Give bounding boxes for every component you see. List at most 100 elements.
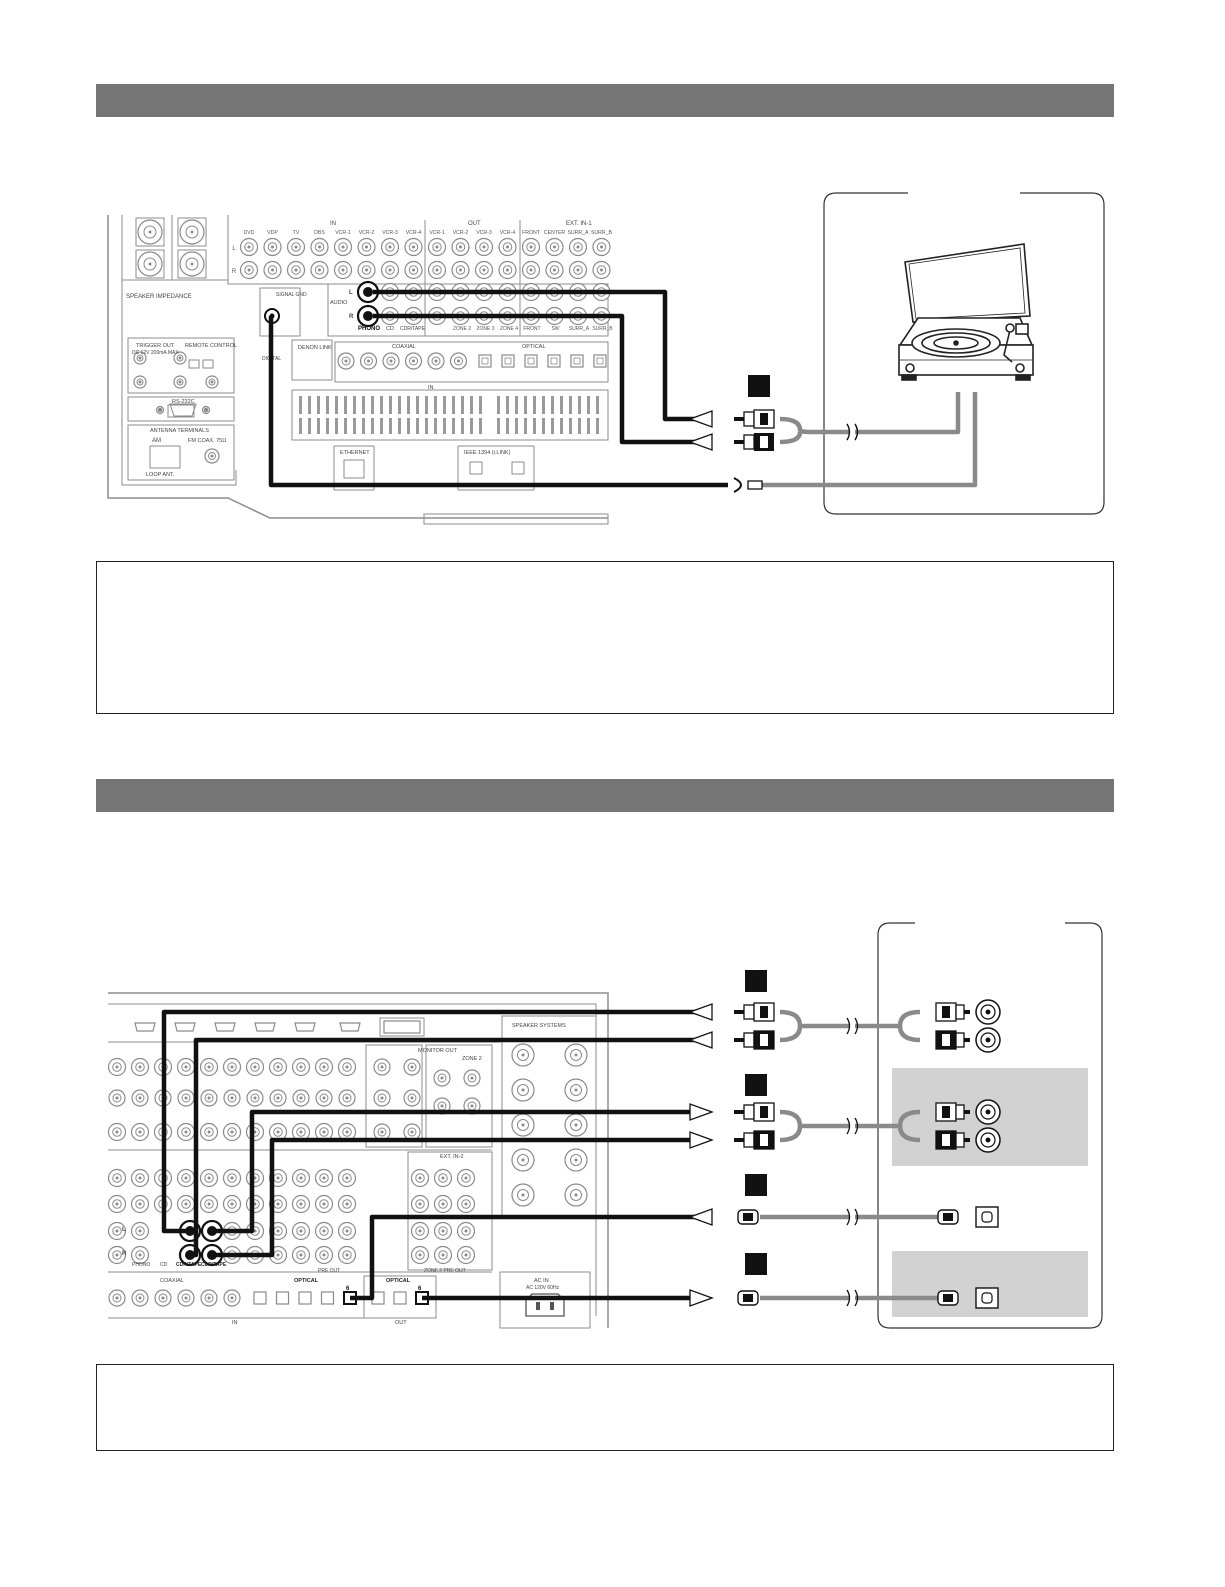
video-jack-row1 bbox=[239, 237, 259, 257]
video-jack-row1 bbox=[474, 237, 494, 257]
ext-in2-jack-4 bbox=[433, 1245, 453, 1265]
phono-label-bottom: PHONO bbox=[132, 1262, 150, 1268]
monitor-out-jack bbox=[373, 1123, 391, 1141]
rca-plug-rec-red-dev bbox=[935, 1130, 970, 1150]
video-jack-row1 bbox=[357, 237, 376, 257]
optical-in-port bbox=[320, 1291, 335, 1305]
optical-port bbox=[547, 354, 561, 368]
trigger-out-label: TRIGGER OUT bbox=[136, 343, 175, 349]
audio-out-jack bbox=[291, 1168, 311, 1188]
switch bbox=[202, 359, 214, 369]
speaker-terminal bbox=[137, 251, 163, 277]
speaker-terminal bbox=[137, 219, 163, 245]
ieee1394-label: IEEE 1394 (i.LINK) bbox=[464, 450, 511, 456]
jack-column-label: VCR-1 bbox=[335, 230, 351, 236]
audio-out-jack-r bbox=[245, 1194, 265, 1214]
control-jack bbox=[133, 351, 147, 365]
jack-column-label: VCR-3 bbox=[382, 230, 398, 236]
dvi-port bbox=[383, 1020, 421, 1034]
video-jack bbox=[222, 1122, 242, 1142]
optical-port-inner bbox=[550, 357, 558, 365]
video-jack bbox=[291, 1122, 311, 1142]
preout-label-bottom: PRE OUT bbox=[318, 1268, 340, 1274]
video-jack-row1 bbox=[521, 237, 541, 257]
optical-plug-rec bbox=[737, 1290, 759, 1306]
audio-out-jack bbox=[107, 1168, 127, 1188]
antenna-terminals-label: ANTENNA TERMINALS bbox=[150, 428, 209, 434]
speaker-post bbox=[564, 1148, 588, 1172]
jack-column-label: FRONT bbox=[522, 230, 541, 236]
audio-out-jack-r bbox=[107, 1194, 127, 1214]
video-jack-row2 bbox=[286, 260, 306, 280]
optical-port bbox=[478, 354, 492, 368]
jack-column-label: VDP bbox=[267, 230, 278, 236]
hdmi-port bbox=[174, 1022, 196, 1032]
video-jack-row2 bbox=[333, 260, 353, 280]
coaxial-digital-jack bbox=[337, 352, 355, 370]
speaker-terminal bbox=[179, 251, 205, 277]
optical-port-number-in: 6 bbox=[346, 1286, 350, 1292]
video-jack-row1 bbox=[545, 237, 564, 257]
speaker-post bbox=[511, 1113, 535, 1137]
optical-in-port bbox=[298, 1291, 312, 1305]
audio-out-jack bbox=[130, 1168, 150, 1188]
coaxial-bottom-jack bbox=[154, 1289, 172, 1307]
component-jack bbox=[314, 1057, 334, 1077]
preout-label: SURR_B bbox=[592, 326, 613, 332]
r-mark-top: R bbox=[349, 314, 354, 320]
audio-in-jack-r bbox=[291, 1245, 311, 1265]
trigger-rating-label: DC 12V 200mA MAX bbox=[132, 350, 179, 356]
l-mark: L bbox=[232, 246, 236, 252]
svideo-jack bbox=[315, 1089, 333, 1107]
video-jack-row2 bbox=[380, 260, 400, 280]
video-jack-row1 bbox=[592, 237, 611, 257]
optical-in-port bbox=[253, 1291, 267, 1305]
video-jack-row2 bbox=[357, 260, 376, 280]
svideo-jack bbox=[223, 1089, 241, 1107]
rca-plug-rec-red bbox=[734, 1130, 775, 1150]
audio-in-jack-l bbox=[314, 1221, 334, 1241]
rca-plug-play-white bbox=[734, 1002, 775, 1022]
optical-in-port bbox=[275, 1291, 290, 1305]
video-jack-row1 bbox=[333, 237, 353, 257]
ext-in2-jack-3 bbox=[456, 1221, 476, 1241]
hdmi-out-port bbox=[339, 1022, 361, 1032]
jack-column-label: SURR_A bbox=[567, 230, 589, 236]
preout-label: FRONT bbox=[523, 326, 540, 332]
jack-column-label: DBS bbox=[314, 230, 325, 236]
zone2-label-bottom: ZONE 2 bbox=[462, 1056, 482, 1062]
screw bbox=[155, 405, 165, 415]
optical-port bbox=[501, 354, 515, 368]
coaxial-bottom-jack bbox=[177, 1289, 195, 1307]
svideo-jack bbox=[200, 1089, 218, 1107]
speaker-post bbox=[564, 1113, 588, 1137]
audio-in-jack-l bbox=[291, 1221, 311, 1241]
ac-in-label: AC IN bbox=[534, 1278, 549, 1284]
video-jack-row2 bbox=[474, 260, 494, 280]
video-jack-row2 bbox=[404, 260, 423, 280]
r-mark-bottom: R bbox=[122, 1251, 127, 1257]
video-jack-row1 bbox=[263, 237, 282, 257]
zone-label: ZONE 3 bbox=[476, 326, 494, 332]
coaxial-digital-jack bbox=[427, 352, 445, 370]
ethernet-label: ETHERNET bbox=[340, 450, 370, 456]
receiver-rear-panel-bottom: SPEAKER SYSTEMS MONITOR OUT ZONE 2 EXT. … bbox=[107, 992, 609, 1329]
ext-in2-jack-2 bbox=[433, 1194, 453, 1214]
out-label-bottom: OUT bbox=[395, 1320, 407, 1326]
coaxial-label-bottom: COAXIAL bbox=[160, 1278, 184, 1284]
video-jack-row1 bbox=[380, 237, 400, 257]
optical-port-inner bbox=[481, 357, 489, 365]
jack-column-label: VCR-4 bbox=[500, 230, 516, 236]
cd-recorder-optical-port bbox=[975, 1287, 999, 1309]
audio-out-jack bbox=[199, 1168, 219, 1188]
video-jack-row2 bbox=[310, 260, 329, 280]
monitor-out-jack bbox=[433, 1069, 451, 1087]
phono-label-top: PHONO bbox=[358, 326, 380, 332]
control-jack bbox=[133, 375, 147, 389]
r-mark: R bbox=[232, 269, 237, 275]
monitor-out-jack bbox=[403, 1058, 421, 1076]
phono-cd-jack-r bbox=[107, 1245, 127, 1265]
video-jack-row1 bbox=[451, 237, 470, 257]
phono-cd-jack-l bbox=[130, 1221, 150, 1241]
